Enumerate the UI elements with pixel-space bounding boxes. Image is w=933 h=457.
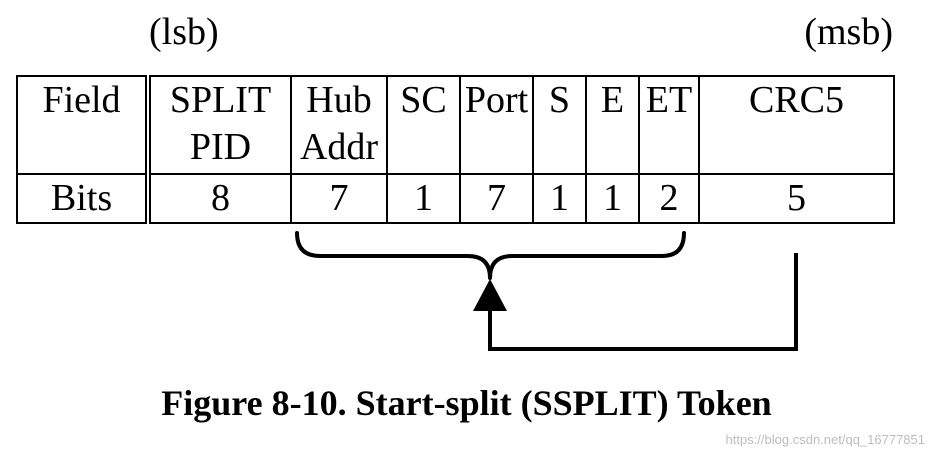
field-cell-crc5: CRC5 (698, 75, 895, 175)
field-cell-e: E (585, 75, 640, 175)
watermark: https://blog.csdn.net/qq_16777851 (725, 432, 926, 447)
msb-label: (msb) (804, 11, 893, 53)
figure-caption: Figure 8-10. Start-split (SSPLIT) Token (161, 383, 772, 423)
bits-cell-et: 2 (638, 173, 700, 224)
crc-return-line (488, 253, 798, 351)
bits-row: Bits 8 7 1 7 1 1 2 5 (16, 173, 895, 224)
bits-header-cell: Bits (16, 173, 151, 224)
field-cell-et: ET (638, 75, 700, 175)
field-row: Field SPLIT PID Hub Addr SC Port S E ET … (16, 75, 895, 175)
bits-cell-split-pid: 8 (147, 173, 292, 224)
curly-brace (295, 231, 686, 280)
field-cell-port: Port (459, 75, 534, 175)
field-cell-sc: SC (386, 75, 461, 175)
bits-cell-e: 1 (585, 173, 640, 224)
lsb-label: (lsb) (149, 11, 219, 53)
bits-cell-hub-addr: 7 (290, 173, 388, 224)
field-header-cell: Field (16, 75, 151, 175)
bits-cell-crc5: 5 (698, 173, 895, 224)
field-cell-split-pid: SPLIT PID (147, 75, 292, 175)
field-cell-hub-addr: Hub Addr (290, 75, 388, 175)
split-token-table: Field SPLIT PID Hub Addr SC Port S E ET … (16, 75, 895, 224)
bits-cell-s: 1 (532, 173, 587, 224)
bits-cell-port: 7 (459, 173, 534, 224)
bits-cell-sc: 1 (386, 173, 461, 224)
field-cell-s: S (532, 75, 587, 175)
arrow-head-icon (473, 279, 507, 311)
